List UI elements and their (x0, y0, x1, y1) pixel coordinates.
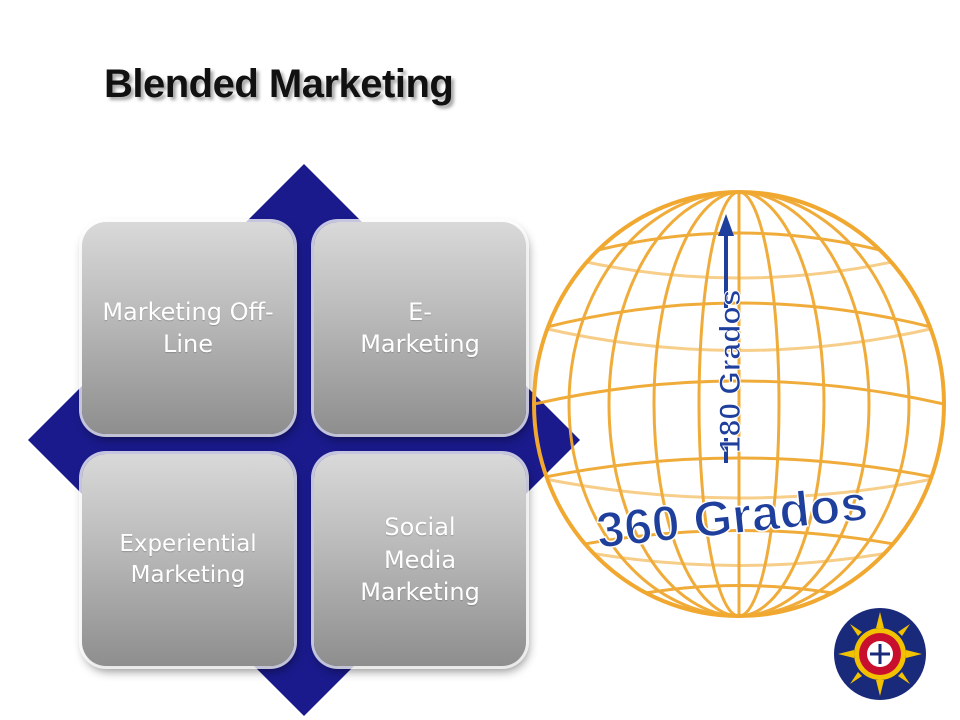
vertical-axis-label: 180 Grados (714, 290, 747, 453)
tile-label: Social Media Marketing (360, 513, 480, 607)
tile-e-marketing: E- Marketing (314, 222, 526, 434)
university-seal-icon (834, 608, 926, 700)
tile-label: E- Marketing (360, 297, 480, 358)
tile-label: Marketing Off-Line (102, 297, 274, 358)
horizontal-axis-label: 360 Grados (594, 475, 871, 559)
tile-experiential-marketing: Experiential Marketing (82, 454, 294, 666)
tile-marketing-off-line: Marketing Off-Line (82, 222, 294, 434)
wireframe-globe-image: 180 Grados 360 Grados (532, 190, 946, 618)
tile-label: Experiential Marketing (119, 530, 257, 588)
slide-title: Blended Marketing (104, 62, 454, 106)
tile-social-media-marketing: Social Media Marketing (314, 454, 526, 666)
